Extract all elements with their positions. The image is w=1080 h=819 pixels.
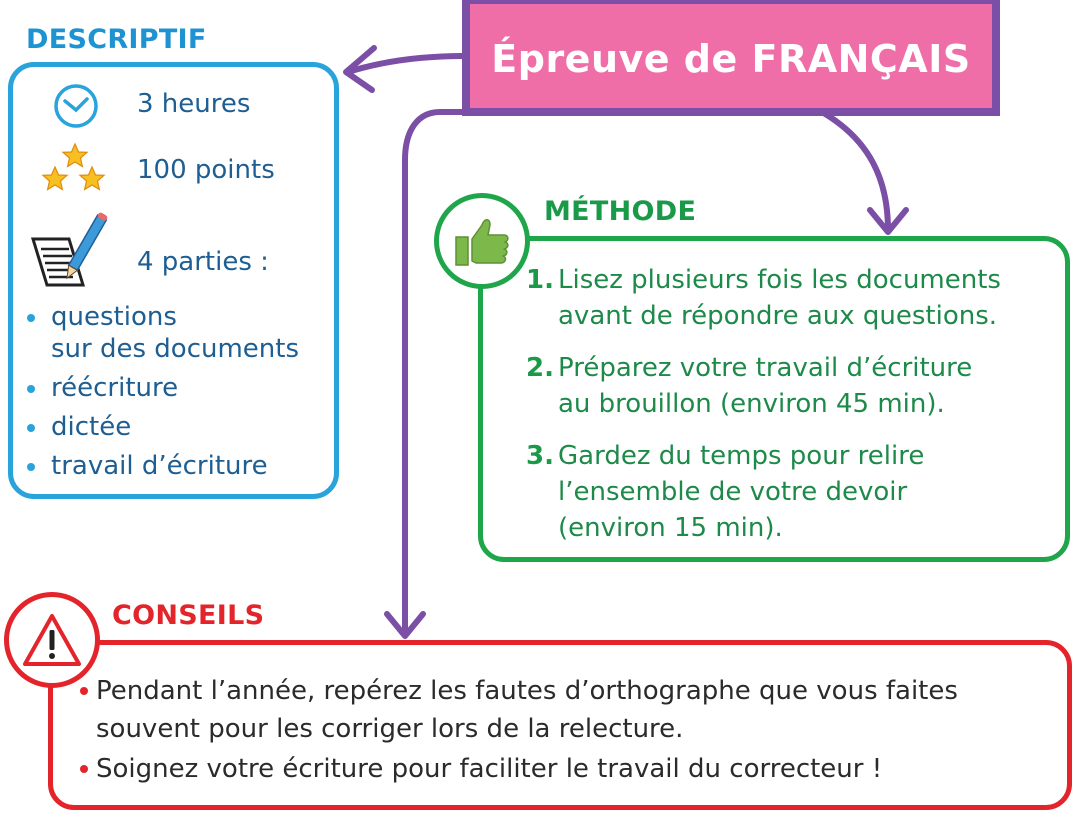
list-item: 3. Gardez du temps pour relire l’ensembl…: [526, 438, 1001, 546]
parts-list: questions sur des documents réécriture d…: [25, 301, 299, 489]
arrow-head-conseils: [384, 611, 426, 639]
bullet-icon: [80, 765, 88, 773]
list-item: réécriture: [25, 372, 299, 404]
methode-box: [478, 236, 1070, 562]
title-text: Épreuve de FRANÇAIS: [491, 37, 971, 81]
stars-icon: [42, 143, 105, 191]
bullet-icon: [27, 424, 35, 432]
bullet-icon: [80, 687, 88, 695]
bullet-icon: [27, 385, 35, 393]
conseils-heading: CONSEILS: [112, 600, 265, 631]
list-item: questions sur des documents: [25, 301, 299, 365]
descriptif-heading: DESCRIPTIF: [26, 24, 207, 55]
list-item: dictée: [25, 411, 299, 443]
step-number: 1.: [526, 265, 554, 295]
document-pencil-icon: [30, 212, 108, 287]
methode-steps: 1. Lisez plusieurs fois les documents av…: [526, 262, 1001, 562]
methode-heading: MÉTHODE: [544, 196, 697, 227]
arrow-head-methode: [867, 207, 909, 235]
bullet-icon: [27, 463, 35, 471]
methode-badge: [434, 193, 530, 289]
list-item: Pendant l’année, repérez les fautes d’or…: [80, 672, 958, 748]
conseils-badge: [4, 592, 100, 688]
arrow-to-descriptif: [345, 53, 467, 75]
list-item: 2. Préparez votre travail d’écriture au …: [526, 350, 1001, 422]
descriptif-box: 3 heures 100 points 4 parties : question…: [8, 62, 339, 499]
clock-icon: [54, 84, 98, 128]
arrow-head-descriptif: [343, 45, 377, 93]
conseils-tips: Pendant l’année, repérez les fautes d’or…: [80, 672, 958, 790]
list-item: travail d’écriture: [25, 450, 299, 482]
thumbs-up-icon: [455, 219, 509, 266]
arrow-to-conseils: [402, 109, 469, 637]
title-box: Épreuve de FRANÇAIS: [462, 0, 1000, 116]
parts-label: 4 parties :: [137, 247, 269, 277]
list-item: 1. Lisez plusieurs fois les documents av…: [526, 262, 1001, 334]
points-label: 100 points: [137, 155, 275, 185]
bullet-icon: [27, 314, 35, 322]
arrow-to-methode: [819, 109, 891, 233]
list-item: Soignez votre écriture pour faciliter le…: [80, 750, 958, 788]
conseils-box: [48, 640, 1072, 810]
step-number: 2.: [526, 353, 554, 383]
warning-icon: [23, 614, 81, 666]
duration-label: 3 heures: [137, 89, 251, 119]
step-number: 3.: [526, 441, 554, 471]
